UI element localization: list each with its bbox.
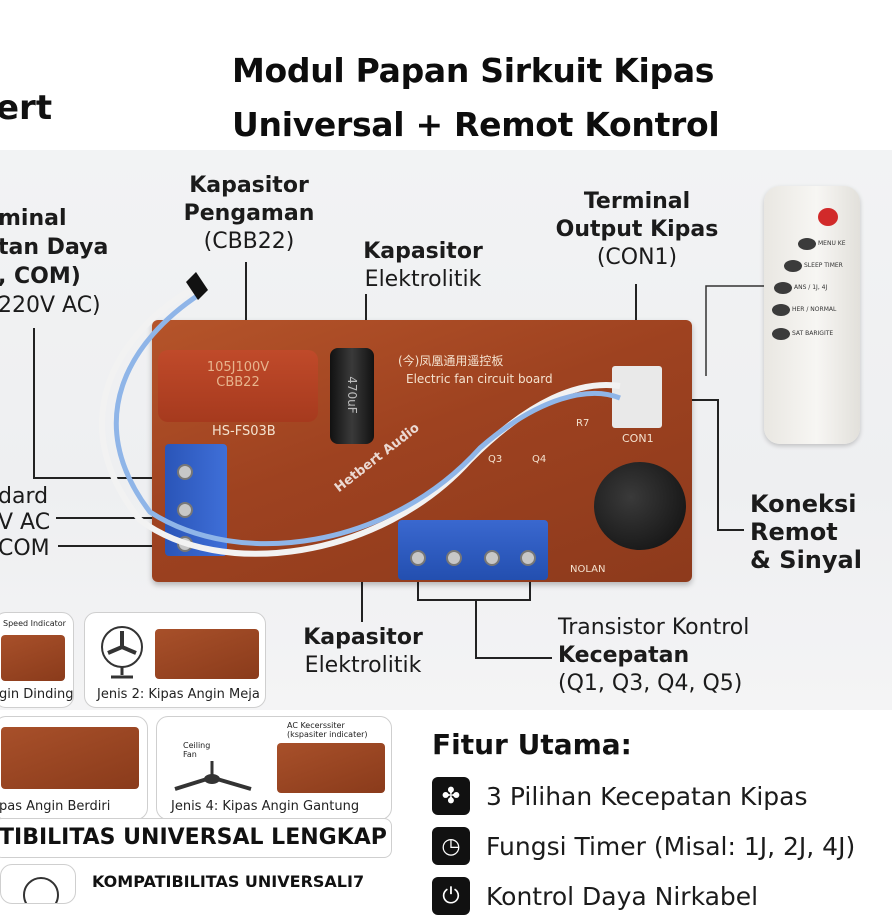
screw-icon [520,550,536,566]
board-q3-label: Q3 [488,454,503,465]
board-q4-label: Q4 [532,454,547,465]
title-line-2: Universal + Remot Kontrol [232,105,720,144]
features-heading: Fitur Utama: [432,728,632,761]
label-electrolytic-bottom: Kapasitor Elektrolitik [303,625,423,678]
card-board-image [1,727,139,789]
feature-text: Kontrol Daya Nirkabel [486,881,759,911]
label-protection-capacitor: Kapasitor Pengaman (CBB22) [183,173,315,254]
electrolytic-capacitor: 470uF [330,348,374,444]
table-fan-icon [101,626,143,679]
feature-item: ◷ Fungsi Timer (Misal: 1J, 2J, 4J) [432,826,855,866]
cap-model: CBB22 [216,375,260,390]
title-line-1: Modul Papan Sirkuit Kipas [232,51,715,90]
remote-button-label: ANS / 1J, 4J [794,284,828,291]
remote-button-icon [784,260,802,272]
screw-icon [177,464,193,480]
card-board-image [155,629,259,679]
remote-control: MENU KE SLEEP TIMER ANS / 1J, 4J HER / N… [764,186,860,444]
buzzer [594,462,686,550]
screw-icon [446,550,462,566]
ceiling-fan-icon [174,761,252,791]
board-r7-label: R7 [576,418,590,429]
label-electrolytic-top: Kapasitor Elektrolitik [363,239,483,292]
compat-banner-2: KOMPATIBILITAS UNIVERSALI7 [92,872,365,891]
feature-item: ⏻ Kontrol Daya Nirkabel [432,876,758,916]
brand-fragment: ert [0,88,53,128]
board-part-code: HS-FS03B [212,424,276,439]
remote-button-icon [798,238,816,250]
compat-card-extra [0,864,76,904]
compat-banner: TIBILITAS UNIVERSAL LENGKAP [0,818,392,858]
card-label: Jenis 2: Kipas Angin Meja [97,687,260,702]
screw-icon [177,502,193,518]
remote-button-label: SLEEP TIMER [804,262,843,269]
cap-code: 105J100V [206,360,270,375]
remote-button-icon [772,304,790,316]
card-tag: Speed Indicator [3,619,66,628]
remote-button-label: SAT BARIGITE [792,330,834,337]
card-label: gin Dinding [0,687,74,702]
card-tag: AC Kecerssiter [287,721,345,730]
fan-icon [23,877,59,903]
cbb22-capacitor: 105J100V CBB22 [158,350,318,422]
page-title: Modul Papan Sirkuit Kipas Universal + Re… [232,44,852,152]
remote-button-label: HER / NORMAL [792,306,837,313]
compat-card-standing-fan: pas Angin Berdiri [0,716,148,820]
clock-icon: ◷ [432,827,470,865]
remote-button-icon [772,328,790,340]
feature-text: Fungsi Timer (Misal: 1J, 2J, 4J) [486,831,856,861]
card-board-image [277,743,385,793]
label-remote-connection: Koneksi Remot & Sinyal [750,490,862,574]
feature-text: 3 Pilihan Kecepatan Kipas [486,781,808,811]
speed-terminal-block [398,520,548,580]
remote-wire [705,285,764,376]
compat-card-ceiling-fan: AC Kecerssiter (kspasiter indicater) Cei… [156,716,392,820]
board-con-label: CON1 [622,432,654,445]
power-button-icon [818,208,838,226]
card-board-image [1,635,65,681]
leader-line-transistor [417,576,552,659]
board-bottom-label: NOLAN [570,564,606,575]
label-standard-side: dard V AC COM [0,484,51,561]
wire-bundle [99,272,621,557]
remote-button-icon [774,282,792,294]
card-label: Jenis 4: Kipas Angin Gantung [171,799,360,814]
input-terminal-block [165,444,227,556]
screw-icon [410,550,426,566]
label-transistor: Transistor Kontrol Kecepatan (Q1, Q3, Q4… [558,615,750,696]
card-label: pas Angin Berdiri [0,799,111,814]
label-terminal-input: minal tan Daya , COM) 220V AC) [0,206,109,318]
feature-item: ✤ 3 Pilihan Kecepatan Kipas [432,776,807,816]
fan-icon: ✤ [432,777,470,815]
board-english-label: Electric fan circuit board [406,372,553,386]
screw-icon [484,550,500,566]
remote-button-label: MENU KE [818,240,846,247]
board-chinese-label: (今)凤凰通用遥控板 [398,354,504,368]
label-output-terminal: Terminal Output Kipas (CON1) [555,189,719,270]
compat-card-table-fan: Jenis 2: Kipas Angin Meja [84,612,266,708]
compat-card-wall-fan: Speed Indicator gin Dinding [0,612,74,708]
card-tag: (kspasiter indicater) [287,730,368,739]
power-icon: ⏻ [432,877,470,915]
card-fan-label: Ceiling Fan [183,741,211,759]
